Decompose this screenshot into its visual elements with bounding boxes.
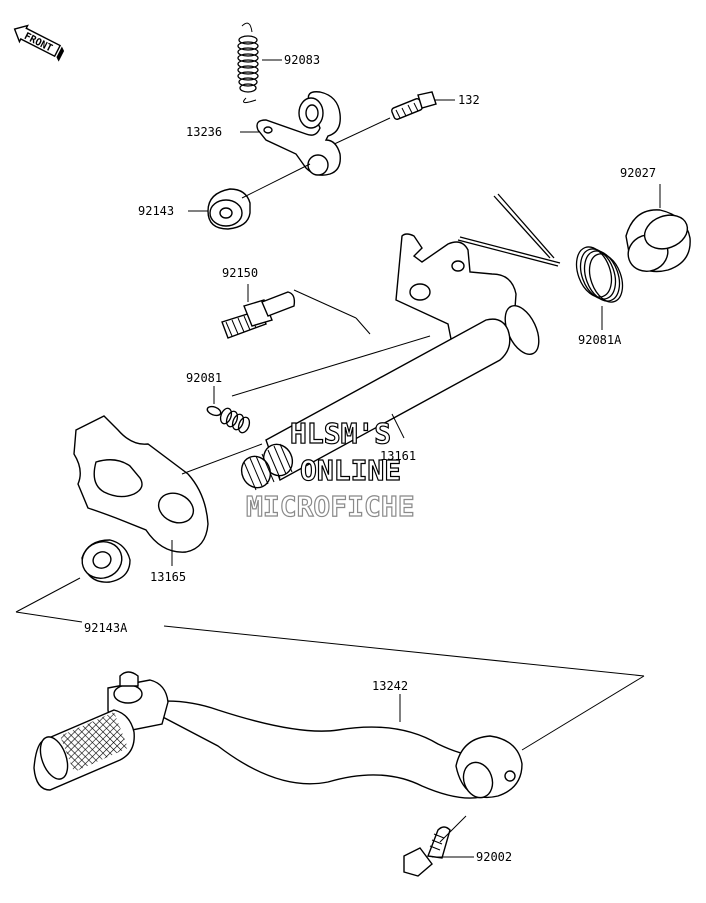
watermark-line-3: MICROFICHE [246, 490, 415, 523]
bolt-132 [391, 91, 437, 120]
front-arrow-icon: FRONT [13, 24, 65, 62]
spring-92081 [206, 405, 251, 434]
label-92150: 92150 [222, 266, 258, 280]
label-92027: 92027 [620, 166, 656, 180]
collar-92027 [625, 209, 691, 273]
lever-13236 [256, 91, 341, 176]
watermark-line-1: HLSM'S [290, 417, 391, 450]
label-13165: 13165 [150, 570, 186, 584]
bolt-92002 [403, 826, 451, 877]
spring-92083 [237, 22, 259, 104]
label-13242: 13242 [372, 679, 408, 693]
shift-shaft-13161 [240, 233, 540, 491]
collar-92143 [207, 188, 251, 230]
label-92083: 92083 [284, 53, 320, 67]
label-92081a: 92081A [578, 333, 622, 347]
spring-92081a [457, 193, 624, 303]
label-13161: 13161 [380, 449, 416, 463]
label-92143a: 92143A [84, 621, 128, 635]
label-132: 132 [458, 93, 480, 107]
label-92143: 92143 [138, 204, 174, 218]
label-92002: 92002 [476, 850, 512, 864]
watermark: HLSM'S ONLINE MICROFICHE [245, 416, 415, 523]
collar-92143a [81, 539, 131, 583]
label-13236: 13236 [186, 125, 222, 139]
label-92081: 92081 [186, 371, 222, 385]
watermark-line-2: ONLINE [300, 454, 401, 487]
bolt-92150 [221, 291, 296, 339]
shift-pedal-13242 [33, 671, 523, 799]
plate-13165 [73, 415, 263, 553]
